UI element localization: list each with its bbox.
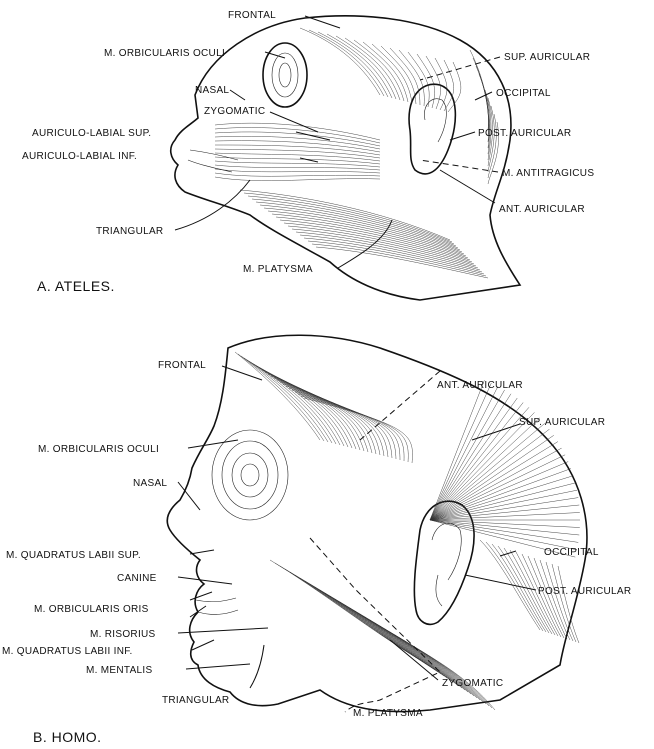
label-ateles-nasal: NASAL <box>195 85 229 96</box>
label-homo-quadratus-labii-sup: M. QUADRATUS LABII SUP. <box>6 550 141 561</box>
label-homo-canine: CANINE <box>117 573 157 584</box>
panel-b-homo <box>167 335 587 711</box>
caption-ateles: A. ATELES. <box>37 278 115 294</box>
label-homo-zygomatic: ZYGOMATIC <box>442 678 503 689</box>
label-homo-occipital: OCCIPITAL <box>544 547 599 558</box>
label-ateles-antitragicus: M. ANTITRAGICUS <box>502 168 594 179</box>
label-ateles-occipital: OCCIPITAL <box>496 88 551 99</box>
label-homo-ant-auricular: ANT. AURICULAR <box>437 380 523 391</box>
homo-head-outline <box>167 335 587 711</box>
label-ateles-auriculo-labial-sup: AURICULO-LABIAL SUP. <box>32 128 151 139</box>
label-homo-mentalis: M. MENTALIS <box>86 665 152 676</box>
label-ateles-zygomatic: ZYGOMATIC <box>204 106 265 117</box>
label-ateles-ant-auricular: ANT. AURICULAR <box>499 204 585 215</box>
label-homo-post-auricular: POST. AURICULAR <box>538 586 631 597</box>
label-homo-platysma: M. PLATYSMA <box>353 708 423 719</box>
label-ateles-auriculo-labial-inf: AURICULO-LABIAL INF. <box>22 151 137 162</box>
label-ateles-triangular: TRIANGULAR <box>96 226 163 237</box>
label-ateles-sup-auricular: SUP. AURICULAR <box>504 52 590 63</box>
ateles-eye <box>263 43 307 107</box>
label-homo-orbicularis-oculi: M. ORBICULARIS OCULI <box>38 444 159 455</box>
label-homo-sup-auricular: SUP. AURICULAR <box>519 417 605 428</box>
label-homo-quadratus-labii-inf: M. QUADRATUS LABII INF. <box>2 646 133 657</box>
label-homo-orbicularis-oris: M. ORBICULARIS ORIS <box>34 604 149 615</box>
label-homo-frontal: FRONTAL <box>158 360 206 371</box>
label-ateles-platysma: M. PLATYSMA <box>243 264 313 275</box>
label-homo-triangular: TRIANGULAR <box>162 695 229 706</box>
label-ateles-post-auricular: POST. AURICULAR <box>478 128 571 139</box>
label-ateles-frontal: FRONTAL <box>228 10 276 21</box>
label-ateles-orbicularis-oculi: M. ORBICULARIS OCULI <box>104 48 225 59</box>
caption-homo: B. HOMO. <box>33 729 102 745</box>
label-homo-risorius: M. RISORIUS <box>90 629 156 640</box>
label-homo-nasal: NASAL <box>133 478 167 489</box>
